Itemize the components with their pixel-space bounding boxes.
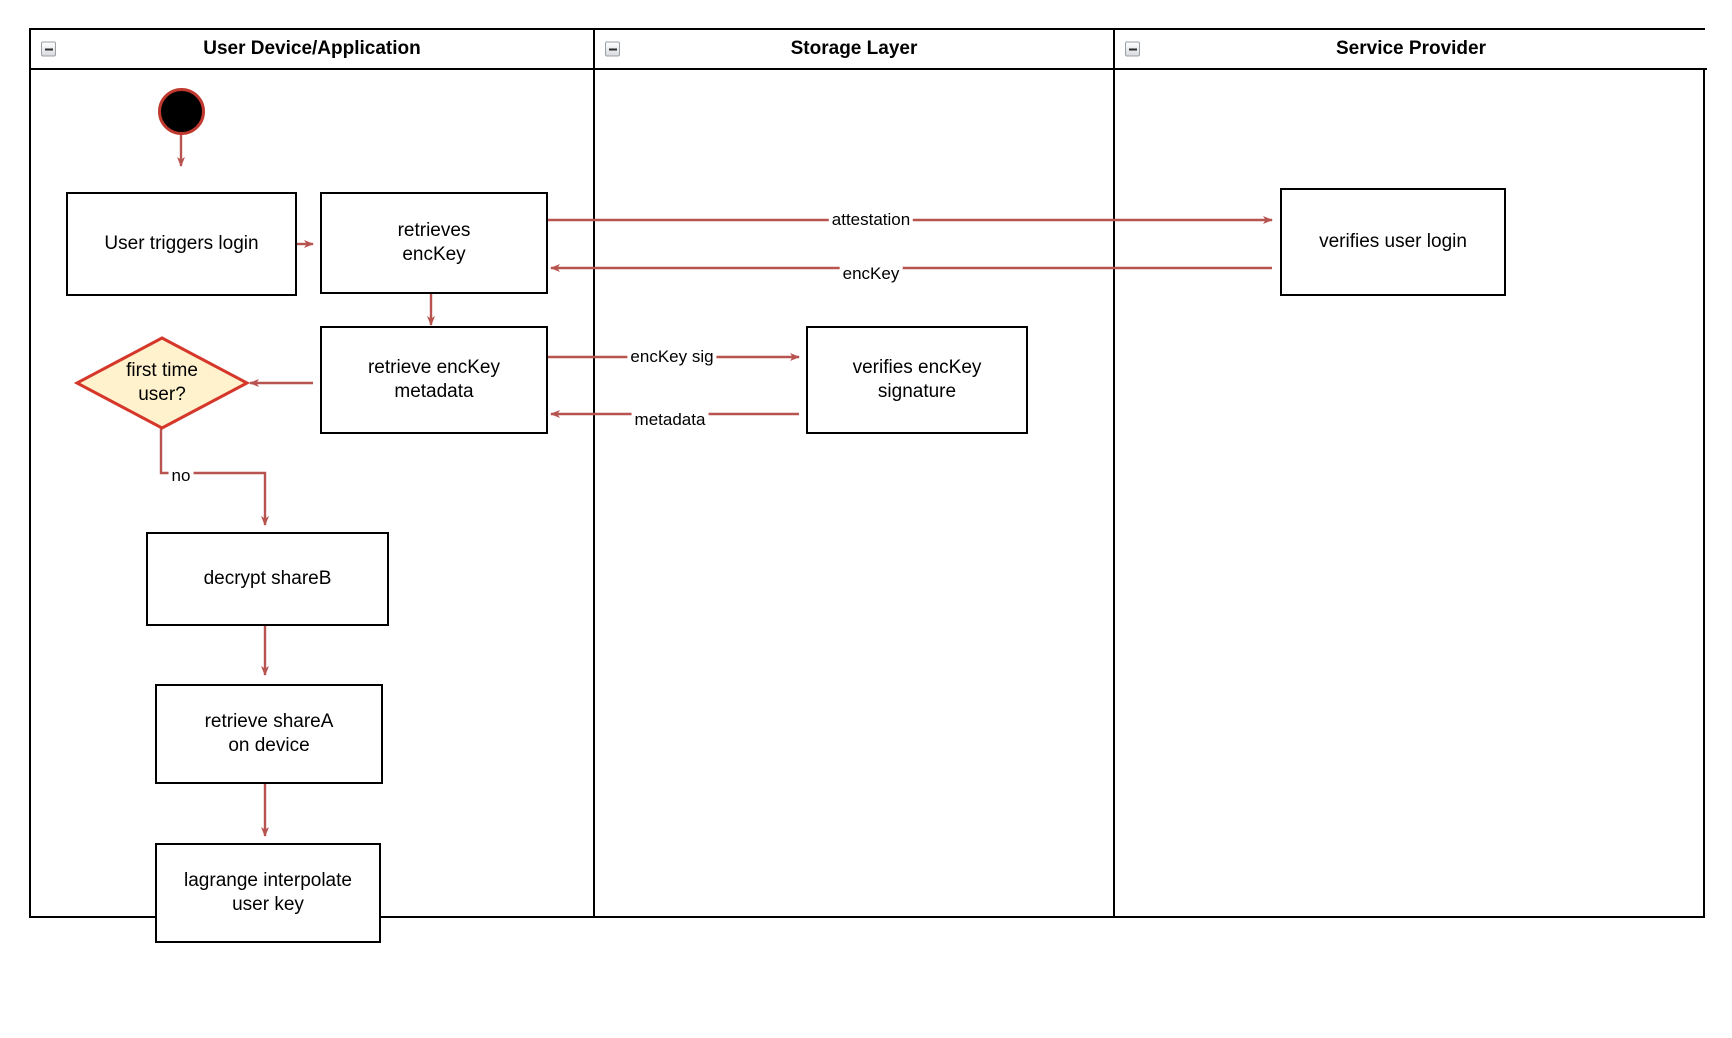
node-retrieve-enckey-metadata[interactable]: retrieve encKey metadata (320, 326, 548, 434)
node-label-lagrange-line2: user key (232, 894, 304, 915)
node-decrypt-shareb[interactable]: decrypt shareB (146, 532, 389, 626)
node-label-retrieve-enckey-metadata-line1: retrieve encKey (367, 356, 500, 378)
node-label-retrieves-enckey-line2: encKey (402, 244, 466, 265)
lane-title-storage: Storage Layer (790, 38, 918, 59)
node-label-lagrange-line1: lagrange interpolate (184, 869, 352, 891)
decision-label-wrapper: first time user? (74, 335, 250, 431)
node-label-verifies-user-login: verifies user login (1319, 230, 1467, 252)
node-verifies-enckey-signature[interactable]: verifies encKey signature (806, 326, 1028, 434)
lane-service-provider: Service Provider (1113, 30, 1707, 916)
lane-body-storage (595, 70, 1113, 916)
edge-label-metadata: metadata (631, 410, 709, 430)
edge-label-no: no (168, 466, 194, 486)
lane-user-device-application: User Device/Application (31, 30, 593, 916)
lane-header-user: User Device/Application (31, 30, 593, 70)
lane-title-user: User Device/Application (203, 38, 421, 59)
collapse-minus-icon-storage[interactable] (605, 41, 620, 57)
edge-label-attestation: attestation (828, 210, 914, 230)
node-label-verifies-enckey-sig-line1: verifies encKey (852, 356, 982, 378)
node-label-retrieve-sharea-line2: on device (228, 735, 310, 756)
node-user-triggers-login[interactable]: User triggers login (66, 192, 297, 296)
swimlane-pool: User Device/Application Storage Layer Se… (29, 28, 1707, 918)
decision-label-line1: first time (126, 359, 198, 381)
node-retrieves-enckey[interactable]: retrieves encKey (320, 192, 548, 294)
node-label-retrieve-sharea-line1: retrieve shareA (204, 710, 334, 732)
node-label-retrieve-enckey-metadata-line2: metadata (394, 381, 474, 402)
node-verifies-user-login[interactable]: verifies user login (1280, 188, 1506, 296)
collapse-minus-icon-provider[interactable] (1125, 41, 1140, 57)
lane-header-storage: Storage Layer (595, 30, 1113, 70)
lane-storage-layer: Storage Layer (593, 30, 1113, 916)
node-label-verifies-enckey-sig-line2: signature (877, 381, 957, 402)
lane-title-provider: Service Provider (1336, 38, 1486, 59)
lane-header-provider: Service Provider (1115, 30, 1707, 70)
edge-label-enckey-sig: encKey sig (627, 347, 717, 367)
decision-label-line2: user? (138, 384, 186, 405)
node-label-user-triggers-login: User triggers login (104, 232, 259, 254)
start-node[interactable] (158, 88, 205, 135)
node-label-retrieves-enckey-line1: retrieves (397, 219, 471, 241)
node-lagrange-interpolate-user-key[interactable]: lagrange interpolate user key (155, 843, 381, 943)
node-first-time-user[interactable]: first time user? (74, 335, 250, 431)
collapse-minus-icon-user[interactable] (41, 41, 56, 57)
node-retrieve-sharea-on-device[interactable]: retrieve shareA on device (155, 684, 383, 784)
edge-label-enckey: encKey (839, 264, 903, 284)
node-label-decrypt-shareb: decrypt shareB (203, 567, 332, 589)
